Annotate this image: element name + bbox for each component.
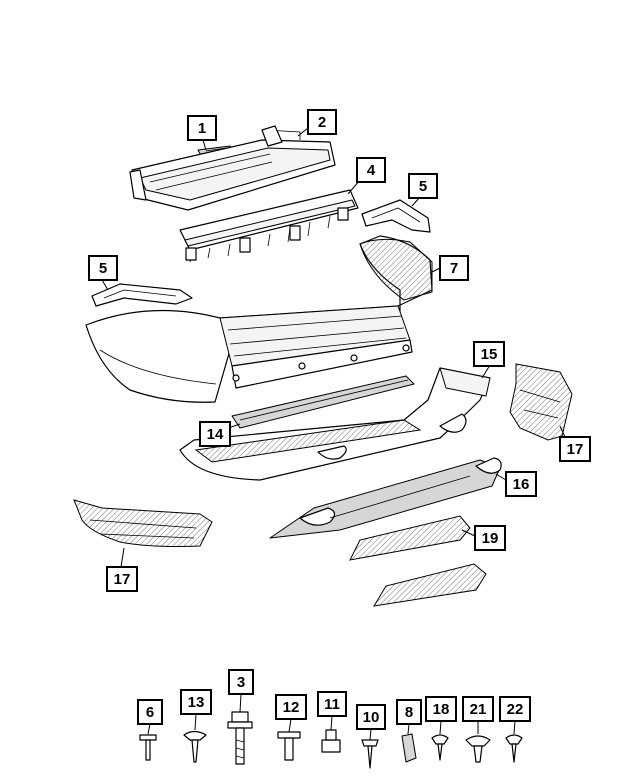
svg-text:17: 17 <box>567 441 584 458</box>
svg-text:6: 6 <box>146 704 154 721</box>
callout-15: 15 <box>473 341 505 367</box>
fastener-13-push-pin <box>183 730 207 763</box>
fastener-callout-13: 13 <box>180 689 212 731</box>
svg-text:10: 10 <box>363 709 380 726</box>
fastener-callout-12: 12 <box>275 694 307 733</box>
callout-2: 2 <box>307 109 337 135</box>
callout-17-right: 17 <box>559 436 591 462</box>
fastener-18-push-pin <box>431 734 449 761</box>
fastener-22-push-pin <box>505 734 523 763</box>
callout-17-left: 17 <box>106 566 138 592</box>
svg-text:22: 22 <box>507 701 524 718</box>
part-19-skid-plate-upper <box>349 515 471 561</box>
part-4-energy-absorber <box>179 189 359 263</box>
fastener-11-clip-nut <box>321 729 341 753</box>
svg-text:5: 5 <box>99 260 107 277</box>
fastener-callout-3: 3 <box>228 669 254 713</box>
part-14-grille-insert <box>231 375 415 429</box>
fastener-callout-18: 18 <box>425 696 457 735</box>
part-5-left-bracket <box>91 283 193 307</box>
fastener-21-rivet <box>465 735 491 763</box>
fastener-6-bolt <box>139 734 157 761</box>
svg-text:3: 3 <box>237 674 245 691</box>
part-19-skid-plate-lower <box>373 563 487 607</box>
fastener-callout-11: 11 <box>317 691 347 731</box>
fastener-callout-10: 10 <box>356 704 386 741</box>
callout-19: 19 <box>474 525 506 551</box>
svg-text:7: 7 <box>450 260 458 277</box>
svg-text:17: 17 <box>114 571 131 588</box>
part-7-bumper-fascia <box>85 235 433 403</box>
leader-lines <box>101 127 566 568</box>
callout-5-right: 5 <box>408 173 438 199</box>
svg-text:14: 14 <box>207 426 224 443</box>
svg-text:2: 2 <box>318 114 326 131</box>
part-17-right-side-bracket <box>509 363 573 441</box>
svg-text:5: 5 <box>419 178 427 195</box>
svg-text:8: 8 <box>405 704 413 721</box>
svg-text:4: 4 <box>367 162 376 179</box>
callout-14: 14 <box>199 421 231 447</box>
part-16-diffuser <box>269 457 502 539</box>
fastener-callout-8: 8 <box>396 699 422 735</box>
fastener-10-screw <box>361 739 379 769</box>
svg-text:18: 18 <box>433 701 450 718</box>
fastener-callout-21: 21 <box>462 696 494 734</box>
part-5-right-bracket <box>361 199 431 233</box>
part-15-lower-valance <box>179 367 491 481</box>
svg-text:11: 11 <box>324 696 340 713</box>
fastener-callout-6: 6 <box>137 699 163 735</box>
callout-4: 4 <box>356 157 386 183</box>
callout-7: 7 <box>439 255 469 281</box>
svg-text:12: 12 <box>283 699 300 716</box>
callout-16: 16 <box>505 471 537 497</box>
svg-text:19: 19 <box>482 530 499 547</box>
fastener-3-bolt <box>227 711 253 765</box>
part-2-reinforcement-beam <box>129 125 336 211</box>
callout-5-left: 5 <box>88 255 118 281</box>
fastener-callout-22: 22 <box>499 696 531 735</box>
svg-text:21: 21 <box>470 701 487 718</box>
fastener-8-clip <box>401 733 417 763</box>
svg-text:13: 13 <box>188 694 205 711</box>
svg-text:16: 16 <box>513 476 530 493</box>
part-17-left-side-bracket <box>73 499 213 547</box>
callout-1: 1 <box>187 115 217 141</box>
fastener-12-flange-bolt <box>277 731 301 761</box>
svg-text:15: 15 <box>481 346 498 363</box>
svg-text:1: 1 <box>198 120 206 137</box>
